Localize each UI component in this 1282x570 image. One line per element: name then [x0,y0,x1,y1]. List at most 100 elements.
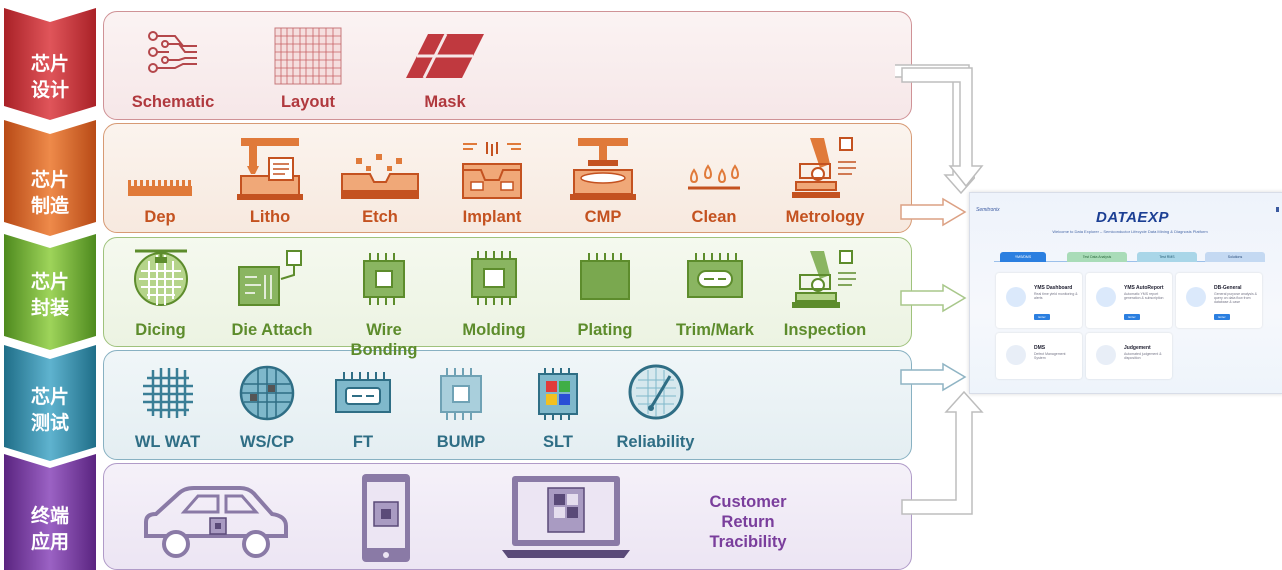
item-label: Metrology [785,208,865,226]
cmp-icon [570,138,636,200]
dataexp-app-preview: Semitronix DATAEXP Welcome to Data Explo… [969,192,1282,394]
chevron-shape [4,8,96,120]
customer-return-label: Customer Return Tracibility [709,493,787,551]
card-enter-button[interactable]: Enter [1124,314,1140,320]
test-item-ft: FT [318,360,408,455]
pkg-item-wire-bonding: Wire Bonding [334,245,434,360]
item-label: WS/CP [239,433,295,451]
item-label: Reliability [616,433,695,451]
stage-title-line2: 应用 [30,531,69,553]
test-item-reliability: Reliability [608,360,703,455]
tab-yms-dms[interactable]: YMS/DMS [1000,252,1046,262]
laptop-icon [502,476,630,558]
flow-arrows [895,64,975,392]
implant-icon [462,142,522,199]
tab-underline [994,261,1262,262]
item-label: Dicing [135,321,186,339]
stage-chevron-design: 芯片 设计 [4,8,96,120]
stage-title-line2: 测试 [30,412,69,434]
app-logo: DATAEXP [1096,209,1169,226]
pkg-item-trim-mark: Trim/Mark [665,245,765,340]
welcome-text: Welcome to Data Explorer – Semiconductor… [1052,229,1208,234]
card-yms-autoreport[interactable]: YMS AutoReport Automatic YMS report gene… [1086,273,1172,328]
test-item-bump: BUMP [416,360,506,455]
item-label: Etch [362,208,398,226]
mfg-item-etch: Etch [340,132,420,227]
stage-chevron-packaging: 芯片 封装 [4,234,96,350]
stage-panel-testing [103,350,912,460]
wafer-dicing-icon [133,249,188,306]
mfg-item-cmp: CMP [563,132,643,227]
judgement-icon [1096,345,1116,365]
car-icon [144,486,288,558]
pkg-item-plating: Plating [555,245,655,340]
stage-title-line1: 芯片 [30,271,69,293]
card-title: Judgement [1124,345,1151,351]
die-attach-icon [238,250,302,306]
wafer-sort-icon [239,365,295,421]
database-icon [1186,287,1206,307]
item-label: Clean [691,208,737,226]
mask-icon [406,33,484,79]
pkg-item-die-attach: Die Attach [222,245,322,340]
test-item-wl-wat: WL WAT [120,360,215,455]
stage-title-line1: 芯片 [30,169,69,191]
card-desc: Automated judgement & disposition [1124,352,1162,360]
card-enter-button[interactable]: Enter [1034,314,1050,320]
mfg-item-implant: Implant [452,132,532,227]
smartphone-icon [362,474,410,562]
card-db-general[interactable]: DB-General General purpose analysis & qu… [1176,273,1262,328]
mfg-item-metrology: Metrology [775,132,875,227]
stage-title-line2: 制造 [30,195,69,217]
item-label: Implant [462,208,522,226]
test-item-ws-cp: WS/CP [222,360,312,455]
item-label: Schematic [131,93,215,111]
user-icon[interactable] [1276,207,1279,212]
tab-test-rms[interactable]: Test RMS [1137,252,1197,262]
tab-solutions[interactable]: Solutions [1205,252,1265,262]
item-label: Litho [249,208,291,226]
stage-chevron-application: 终端 应用 [4,454,96,570]
dms-icon [1006,345,1026,365]
etch-icon [341,154,419,199]
card-yms-dashboard[interactable]: YMS Dashboard Real time yield monitoring… [996,273,1082,328]
molded-chip-icon [471,251,517,305]
tab-test-data-analysis[interactable]: Test Data Analysis [1067,252,1127,262]
pkg-item-dicing: Dicing [118,245,203,340]
card-enter-button[interactable]: Enter [1214,314,1230,320]
droplet-icon [688,164,740,190]
card-title: DB-General [1214,285,1242,291]
card-desc: General purpose analysis & query on data… [1214,292,1257,304]
mfg-item-dep: Dep [120,132,200,227]
reliability-icon [628,364,683,420]
layout-icon [274,27,342,85]
schematic-icon [148,31,197,73]
item-label: Layout [280,93,336,111]
item-label: Molding [462,321,526,339]
stage-panel-design [103,11,912,120]
card-desc: Defect Management System [1034,352,1066,360]
item-label: Wire Bonding [350,321,418,359]
item-label: CMP [584,208,622,226]
test-item-slt: SLT [513,360,603,455]
bump-chip-icon [440,368,482,420]
card-dms[interactable]: DMS Defect Management System [996,333,1082,379]
item-label: WL WAT [134,433,201,451]
card-desc: Automatic YMS report generation & subscr… [1124,292,1164,300]
chevron-shape [4,120,96,236]
card-judgement[interactable]: Judgement Automated judgement & disposit… [1086,333,1172,379]
item-label: Mask [424,93,466,111]
dashboard-icon [1006,287,1026,307]
item-label: BUMP [436,433,486,451]
item-label: Inspection [783,321,867,339]
stage-title-line2: 封装 [30,297,69,319]
chip-icon [363,253,405,305]
card-title: YMS Dashboard [1034,285,1073,291]
microscope-icon [792,137,856,198]
stage-title-line1: 芯片 [30,53,69,75]
chevron-shape [4,454,96,570]
final-test-chip-icon [335,372,391,413]
item-label: Dep [144,208,176,226]
marked-chip-icon [687,253,743,298]
lithography-icon [237,138,303,200]
